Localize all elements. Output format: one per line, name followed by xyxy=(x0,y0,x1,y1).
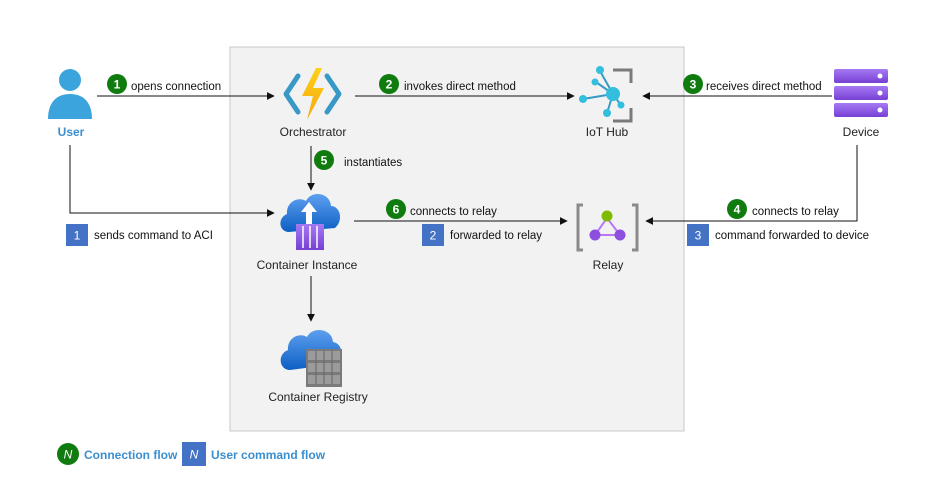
legend: N Connection flow N User command flow xyxy=(57,442,326,466)
connection-step-5-number: 5 xyxy=(321,154,328,168)
command-step-3: 3 command forwarded to device xyxy=(687,224,869,246)
connection-step-5: 5 instantiates xyxy=(314,150,402,170)
connection-step-4: 4 connects to relay xyxy=(727,199,839,219)
command-step-2: 2 forwarded to relay xyxy=(422,224,542,246)
user-person-icon xyxy=(48,69,92,119)
container-registry-icon xyxy=(280,329,342,387)
connection-step-1-number: 1 xyxy=(114,78,121,92)
connection-step-6-label: connects to relay xyxy=(410,206,497,218)
command-step-3-number: 3 xyxy=(695,229,702,243)
edge-device-relay xyxy=(645,145,858,225)
server-device-icon xyxy=(834,69,888,117)
orchestrator-node: Orchestrator xyxy=(280,68,347,139)
command-step-2-number: 2 xyxy=(430,229,437,243)
device-node: Device xyxy=(834,69,888,139)
container-instance-icon xyxy=(280,193,341,250)
container-registry-node: Container Registry xyxy=(268,329,368,404)
relay-node: Relay xyxy=(576,203,639,272)
container-registry-label: Container Registry xyxy=(268,390,367,404)
command-step-1-number: 1 xyxy=(74,229,81,243)
relay-icon xyxy=(576,203,639,252)
command-step-3-label: command forwarded to device xyxy=(715,230,869,242)
connection-step-2-label: invokes direct method xyxy=(404,81,516,93)
legend-connection-symbol: N xyxy=(64,448,73,462)
connection-step-1-label: opens connection xyxy=(131,81,221,93)
iot-hub-icon xyxy=(579,66,633,123)
connection-step-5-label: instantiates xyxy=(344,157,402,169)
legend-command-label: User command flow xyxy=(211,448,326,462)
legend-command-symbol: N xyxy=(190,448,199,462)
container-instance-label: Container Instance xyxy=(257,258,358,272)
user-node: User xyxy=(48,69,92,139)
azure-function-icon xyxy=(283,68,342,120)
command-step-1-label: sends command to ACI xyxy=(94,230,213,242)
connection-step-3-label: receives direct method xyxy=(706,81,822,93)
user-label: User xyxy=(58,125,85,139)
connection-step-1: 1 opens connection xyxy=(107,74,221,94)
device-label: Device xyxy=(843,125,880,139)
iot-hub-label: IoT Hub xyxy=(586,125,629,139)
command-step-2-label: forwarded to relay xyxy=(450,230,542,242)
connection-step-4-number: 4 xyxy=(734,203,741,217)
connection-step-4-label: connects to relay xyxy=(752,206,839,218)
command-step-1: 1 sends command to ACI xyxy=(66,224,213,246)
relay-label: Relay xyxy=(593,258,624,272)
orchestrator-label: Orchestrator xyxy=(280,125,347,139)
edge-user-aci xyxy=(69,145,275,217)
connection-step-6-number: 6 xyxy=(393,203,400,217)
connection-step-3: 3 receives direct method xyxy=(683,74,822,94)
container-instance-node: Container Instance xyxy=(257,193,358,272)
legend-connection-flow: N Connection flow xyxy=(57,443,178,465)
connection-step-2: 2 invokes direct method xyxy=(379,74,516,94)
legend-connection-label: Connection flow xyxy=(84,448,178,462)
connection-step-3-number: 3 xyxy=(690,78,697,92)
connection-step-2-number: 2 xyxy=(386,78,393,92)
iot-hub-node: IoT Hub xyxy=(579,66,633,139)
legend-command-flow: N User command flow xyxy=(182,442,326,466)
connection-step-6: 6 connects to relay xyxy=(386,199,497,219)
